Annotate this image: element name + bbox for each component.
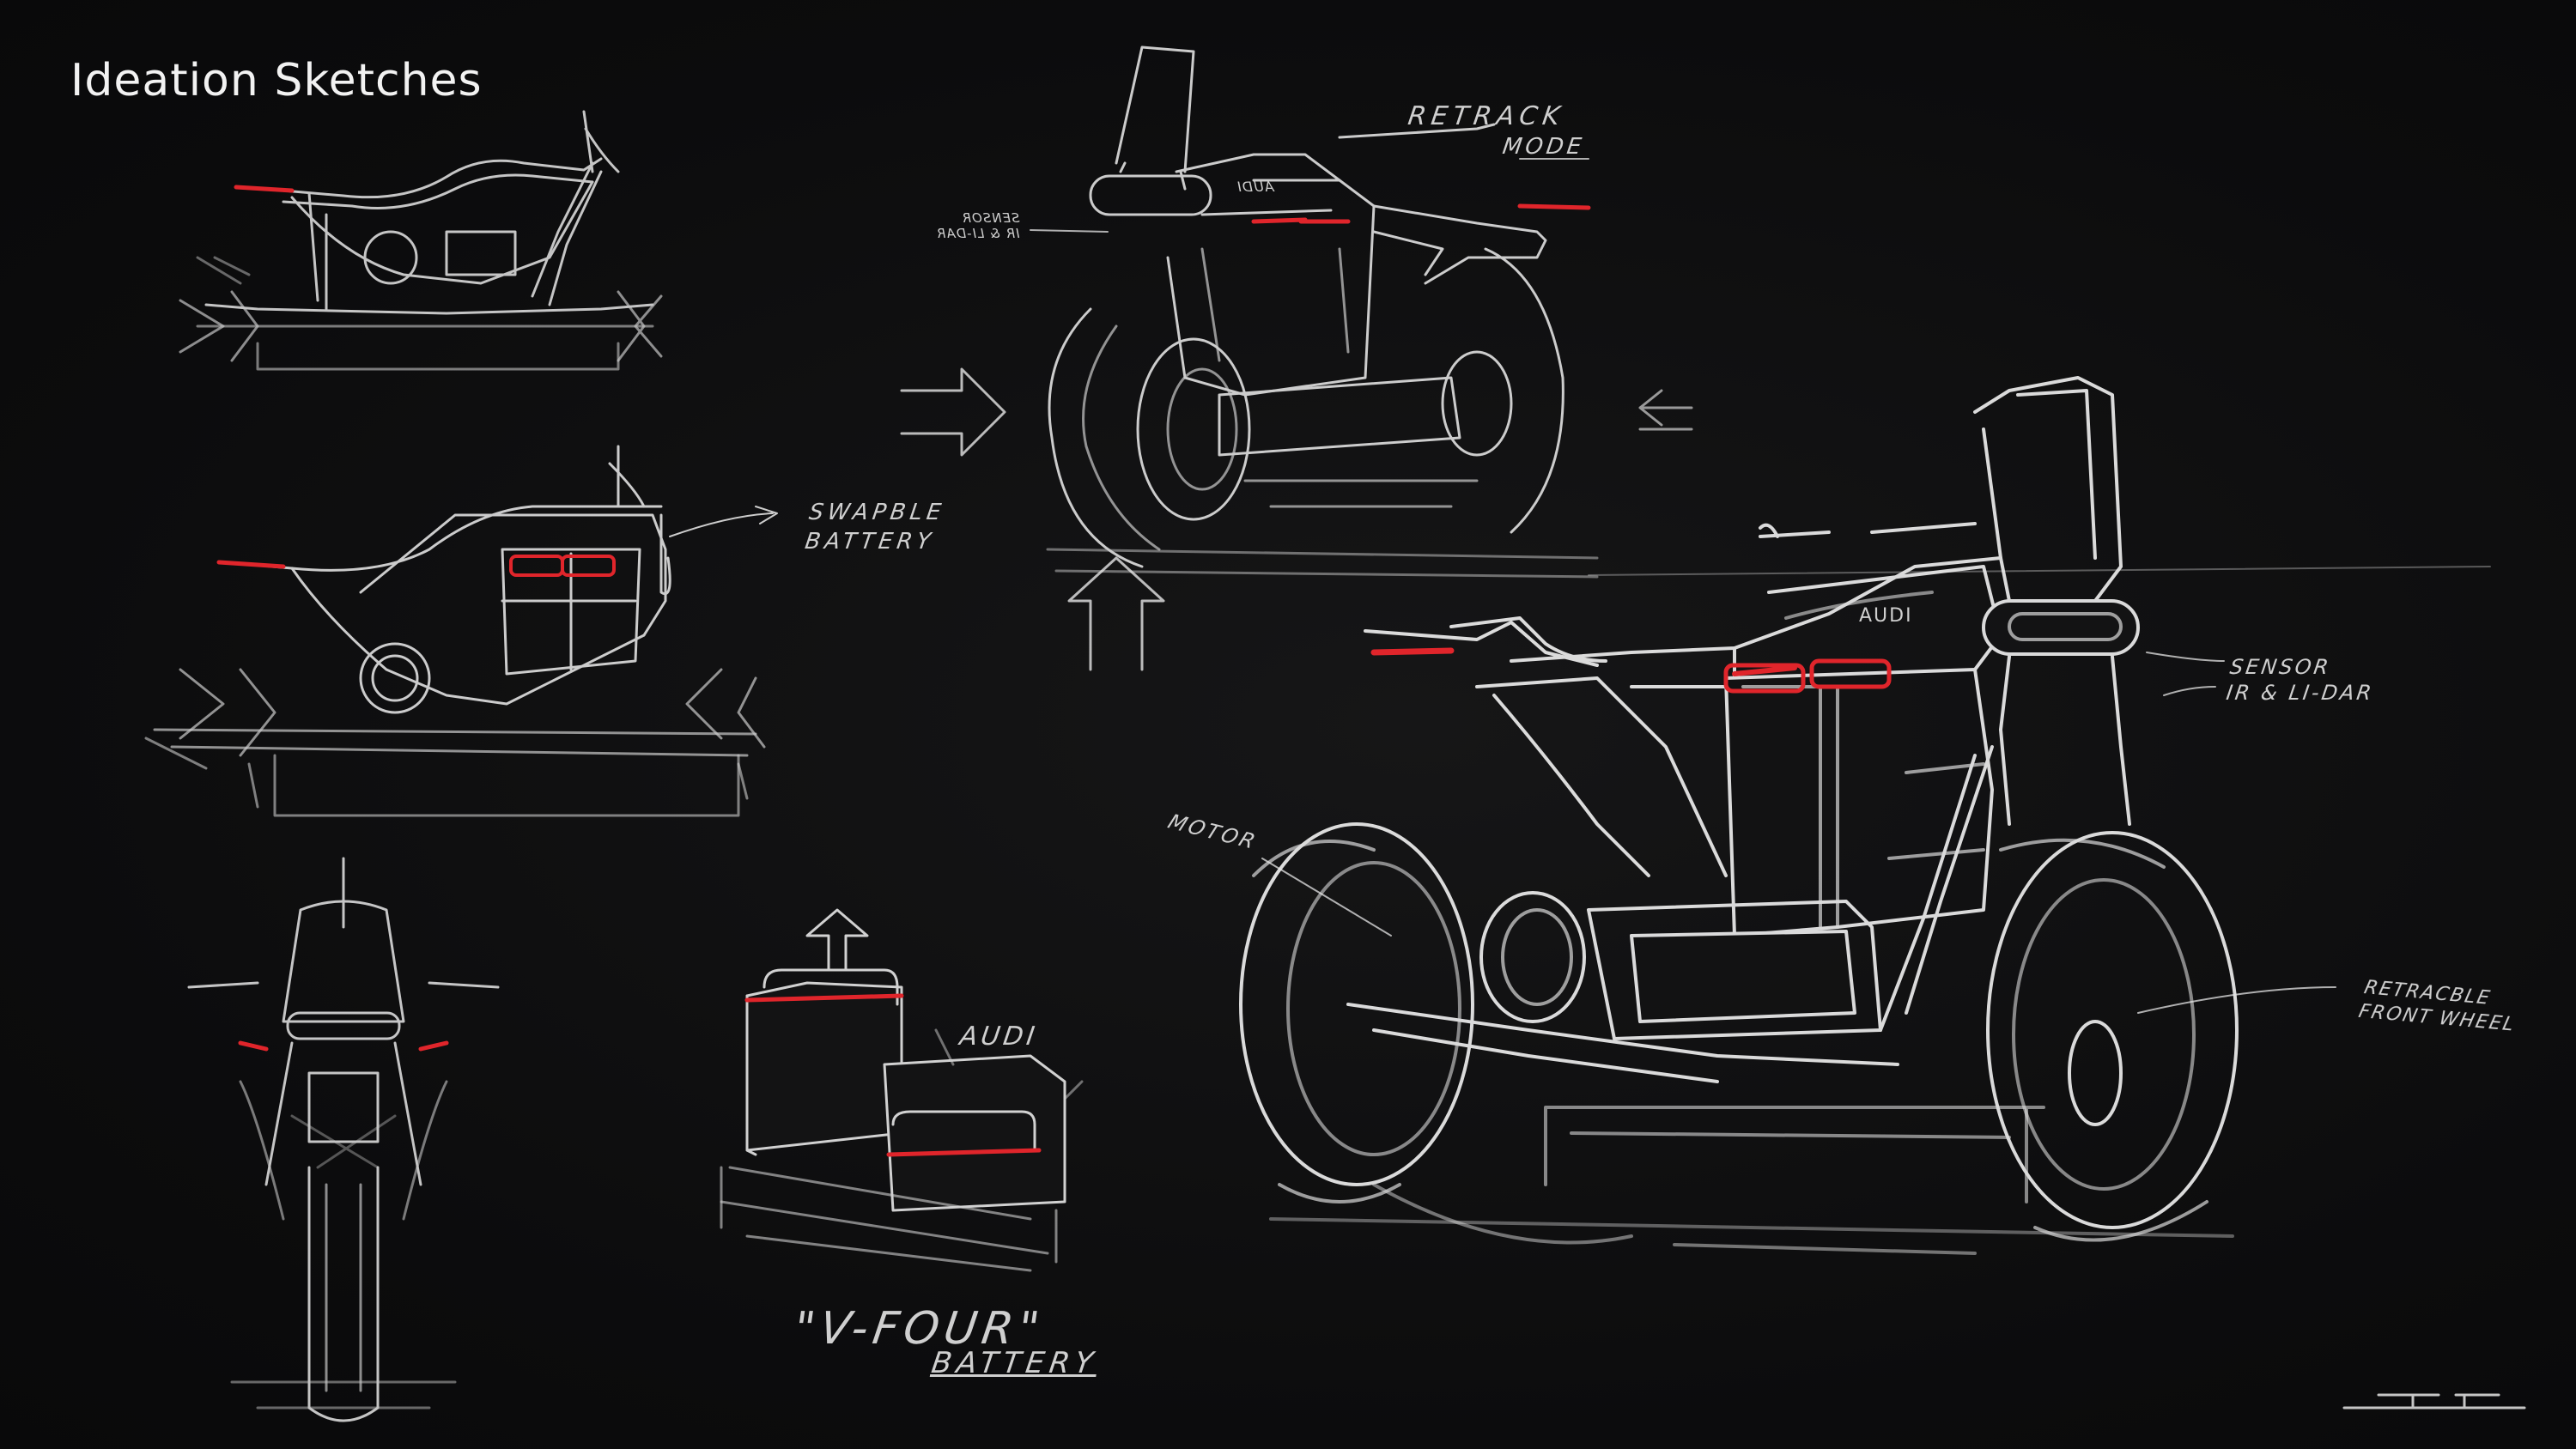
annotation-sensor-lidar: SENSOR IR & LI-DAR <box>2224 655 2376 705</box>
annotation-sensor-small: SENSOR IR & LI-DAR <box>936 210 1020 241</box>
annotation-audi-battery: AUDI <box>957 1022 1040 1052</box>
main-red-accents <box>1370 647 1892 694</box>
annotation-retrack-mode-sub: MODE <box>1500 134 1587 160</box>
sketch-front-view <box>187 857 500 1422</box>
annotation-swappable-battery: SWAPBLE BATTERY <box>803 500 947 555</box>
front-red-caps <box>1251 217 1351 224</box>
arrow-icon <box>900 367 1693 671</box>
annotation-audi-tank-large: AUDI <box>1859 605 1913 627</box>
annotation-retrack-mode: RETRACK <box>1406 101 1567 131</box>
sketch-side-view-top <box>179 110 663 371</box>
battery-red-caps-small <box>216 555 616 577</box>
sketch-side-view-middle <box>144 445 778 817</box>
page-title: Ideation Sketches <box>70 55 483 106</box>
sketch-main-perspective <box>1239 376 2239 1255</box>
sketch-front-three-quarter <box>1046 45 1599 579</box>
designer-signature-mark <box>2342 1393 2526 1410</box>
annotation-v-four-battery: BATTERY <box>929 1346 1101 1380</box>
sketch-v-four-batteries <box>720 908 1084 1272</box>
tail-light-red <box>234 185 295 193</box>
annotation-audi-tank-small: AUDI <box>1236 179 1274 195</box>
v-four-red-lids <box>744 993 1042 1157</box>
